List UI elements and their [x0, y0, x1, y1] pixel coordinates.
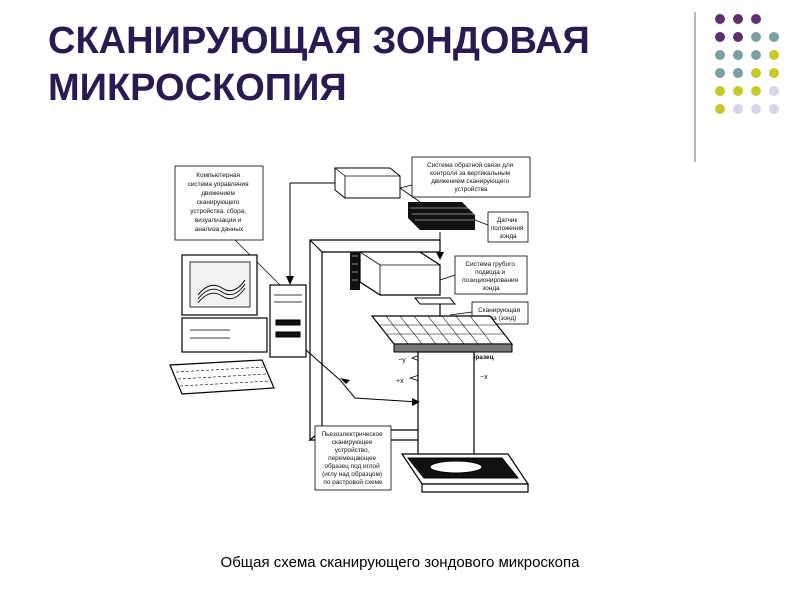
- title-line-1: СКАНИРУЮЩАЯ ЗОНДОВАЯ: [48, 20, 590, 62]
- sample-stage: [370, 315, 514, 353]
- svg-text:Датчик положения з: Датчик положения зонда: [491, 217, 525, 240]
- piezo-label: Пьезоэлектрическое сканирующее устройств…: [314, 425, 392, 491]
- slide-caption: Общая схема сканирующего зондового микро…: [220, 554, 580, 571]
- svg-text:−x: −x: [480, 374, 488, 381]
- computer-tower: [269, 284, 307, 358]
- probe-sensor: [408, 202, 475, 230]
- decorative-dot-grid: [715, 14, 779, 114]
- svg-text:Сканирующая игла (зонд): Сканирующая игла (зонд): [478, 307, 522, 322]
- piezo-scanner: [400, 351, 530, 493]
- microscope-diagram: Компьютерная система управления движение…: [169, 156, 531, 493]
- svg-text:Система грубого подвода: Система грубого подвода и позиционирован…: [462, 260, 520, 292]
- feedback-label: Система обратной связи для контроля за в…: [411, 156, 531, 198]
- sample-label: Образец: [466, 353, 493, 361]
- feedback-unit: [334, 167, 401, 199]
- slide-title: СКАНИРУЮЩАЯ ЗОНДОВАЯ МИКРОСКОПИЯ: [48, 18, 668, 112]
- title-line-2: МИКРОСКОПИЯ: [48, 67, 347, 109]
- divider-line: [694, 12, 696, 162]
- coarse-positioner: [350, 251, 441, 296]
- svg-text:Компьютерная система упр: Компьютерная система управления движение…: [188, 172, 251, 233]
- computer-keyboard: [169, 359, 275, 395]
- computer-label: Компьютерная система управления движение…: [174, 165, 264, 241]
- svg-text:+x: +x: [396, 378, 404, 385]
- computer-monitor: [181, 254, 268, 353]
- coarse-label: Система грубого подвода и позиционирован…: [454, 255, 528, 295]
- sensor-label: Датчик положения зонда: [487, 211, 529, 243]
- svg-text:Система обратной связи для: Система обратной связи для контроля за в…: [427, 161, 515, 193]
- svg-text:−y: −y: [398, 357, 406, 364]
- svg-text:Пьезоэлектрическое скани: Пьезоэлектрическое сканирующее устройств…: [322, 431, 385, 486]
